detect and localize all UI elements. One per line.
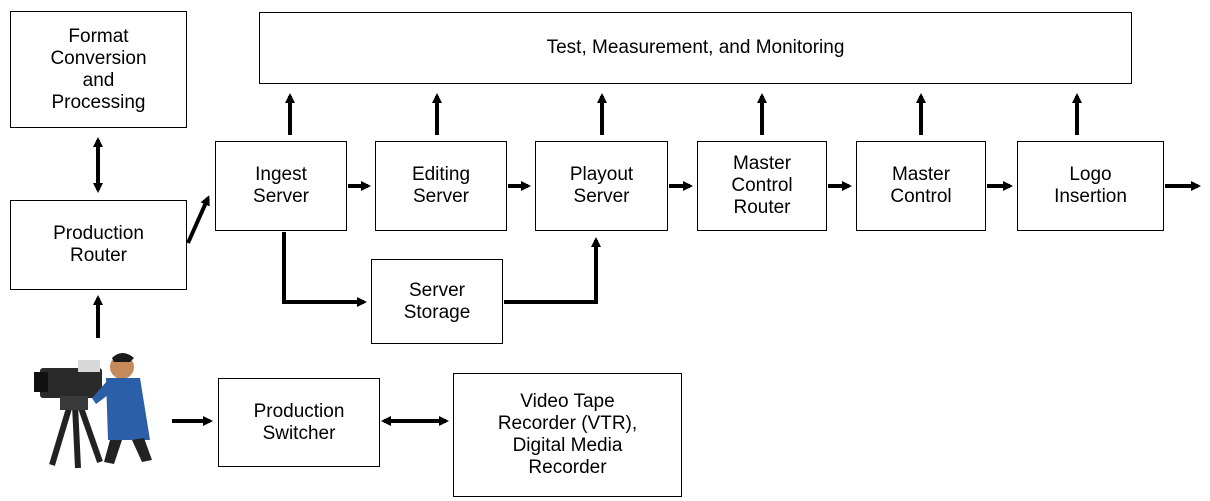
vtr-digital-media-recorder-label: Video Tape Recorder (VTR), Digital Media… xyxy=(497,391,638,478)
server-storage-label: Server Storage xyxy=(403,279,471,323)
master-control-box: Master Control xyxy=(856,141,986,231)
camera-operator-photo xyxy=(34,353,152,469)
editing-server-box: Editing Server xyxy=(375,141,507,231)
arrow-storage-to-playout xyxy=(504,237,601,304)
logo-insertion-label: Logo Insertion xyxy=(1054,164,1127,207)
arrow-ingest-to-storage xyxy=(282,232,367,307)
editing-server-label: Editing Server xyxy=(411,164,471,207)
production-router-box: Production Router xyxy=(10,200,187,290)
format-conversion-label: Format Conversion and Processing xyxy=(50,25,147,113)
server-storage-box: Server Storage xyxy=(371,259,503,344)
master-control-router-label: Master Control Router xyxy=(731,153,793,218)
master-control-router-box: Master Control Router xyxy=(697,141,827,231)
playout-server-label: Playout Server xyxy=(569,164,634,207)
test-measurement-monitoring-label: Test, Measurement, and Monitoring xyxy=(546,37,845,58)
vtr-digital-media-recorder-box: Video Tape Recorder (VTR), Digital Media… xyxy=(453,373,682,497)
master-control-label: Master Control xyxy=(890,164,952,207)
production-switcher-label: Production Switcher xyxy=(253,400,345,444)
production-switcher-box: Production Switcher xyxy=(218,378,380,467)
ingest-server-box: Ingest Server xyxy=(215,141,347,231)
format-conversion-box: Format Conversion and Processing xyxy=(10,11,187,128)
ingest-server-label: Ingest Server xyxy=(253,164,309,207)
logo-insertion-box: Logo Insertion xyxy=(1017,141,1164,231)
test-measurement-monitoring-box: Test, Measurement, and Monitoring xyxy=(259,12,1132,84)
playout-server-box: Playout Server xyxy=(535,141,668,231)
arrow-router-to-ingest xyxy=(186,195,210,244)
production-router-label: Production Router xyxy=(53,223,144,266)
